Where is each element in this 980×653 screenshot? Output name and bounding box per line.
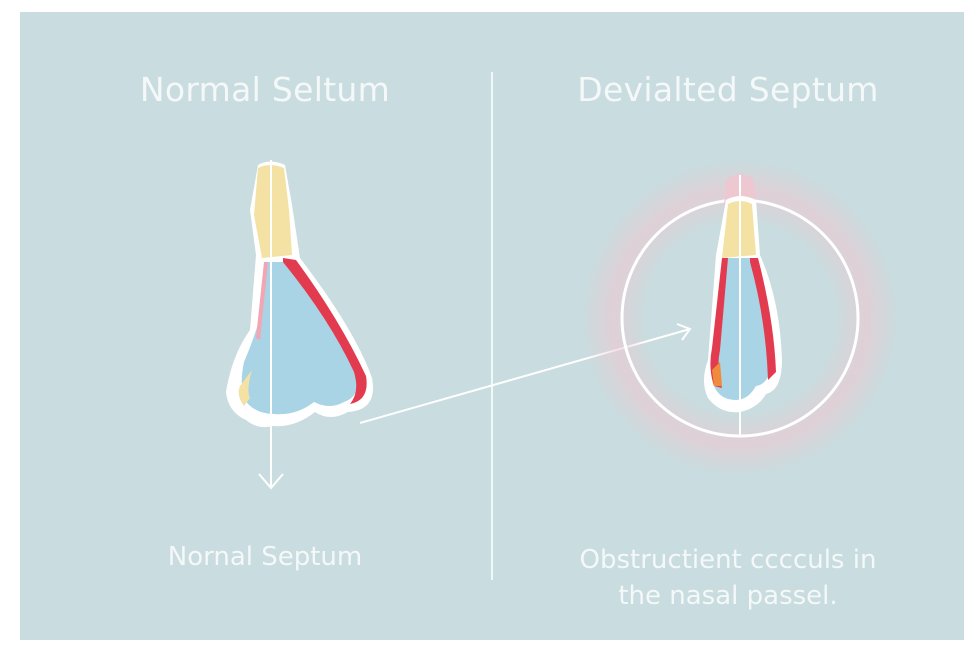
center-divider: [491, 72, 493, 580]
deviated-nose-diagram: [582, 160, 898, 476]
normal-nose-diagram: [226, 160, 373, 490]
caption-deviated-line2: the nasal passel.: [618, 581, 838, 611]
title-normal-septum: Normal Seltum: [139, 70, 391, 109]
caption-deviated: Obstructient cccculs in the nasal passel…: [548, 542, 908, 614]
title-deviated-septum: Devialted Septum: [577, 70, 879, 109]
caption-normal: Nornal Septum: [167, 542, 363, 572]
caption-deviated-line1: Obstructient cccculs in: [579, 545, 877, 575]
